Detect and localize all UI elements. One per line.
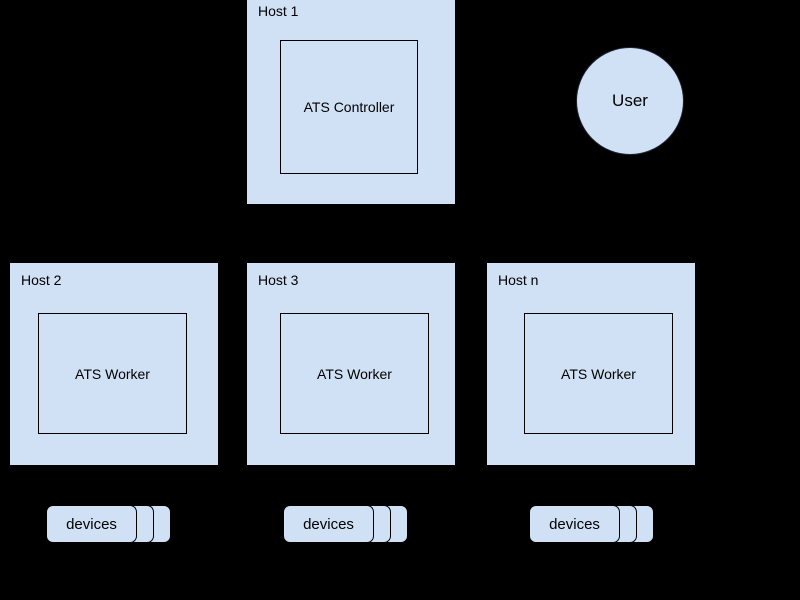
component-box-ats-worker-host-n[interactable]: ATS Worker xyxy=(524,313,673,434)
host-label-host-3: Host 3 xyxy=(258,272,299,288)
host-box-host-1[interactable]: Host 1 ATS Controller xyxy=(247,0,455,204)
host-label-host-n: Host n xyxy=(498,272,539,288)
component-box-ats-controller[interactable]: ATS Controller xyxy=(280,40,418,174)
host-label-host-2: Host 2 xyxy=(21,272,62,288)
devices-stack-host-3[interactable]: devices xyxy=(283,503,408,545)
devices-stack-host-2[interactable]: devices xyxy=(46,503,171,545)
devices-label-host-2: devices xyxy=(66,515,117,533)
devices-label-host-3: devices xyxy=(303,515,354,533)
component-label-ats-worker-host-3: ATS Worker xyxy=(317,365,392,382)
host-label-host-1: Host 1 xyxy=(258,3,299,19)
user-actor-circle[interactable]: User xyxy=(576,47,684,155)
devices-sheet-front[interactable]: devices xyxy=(46,505,137,543)
devices-stack-host-n[interactable]: devices xyxy=(529,503,654,545)
component-label-ats-controller: ATS Controller xyxy=(303,99,395,115)
component-label-ats-worker-host-2: ATS Worker xyxy=(75,365,150,382)
host-box-host-3[interactable]: Host 3 ATS Worker xyxy=(247,263,455,465)
devices-label-host-n: devices xyxy=(549,515,600,533)
component-box-ats-worker-host-3[interactable]: ATS Worker xyxy=(280,313,429,434)
host-box-host-n[interactable]: Host n ATS Worker xyxy=(487,263,695,465)
devices-sheet-front[interactable]: devices xyxy=(529,505,620,543)
devices-sheet-front[interactable]: devices xyxy=(283,505,374,543)
component-box-ats-worker-host-2[interactable]: ATS Worker xyxy=(38,313,187,434)
host-box-host-2[interactable]: Host 2 ATS Worker xyxy=(10,263,218,465)
user-actor-label: User xyxy=(612,91,648,110)
component-label-ats-worker-host-n: ATS Worker xyxy=(561,365,636,382)
